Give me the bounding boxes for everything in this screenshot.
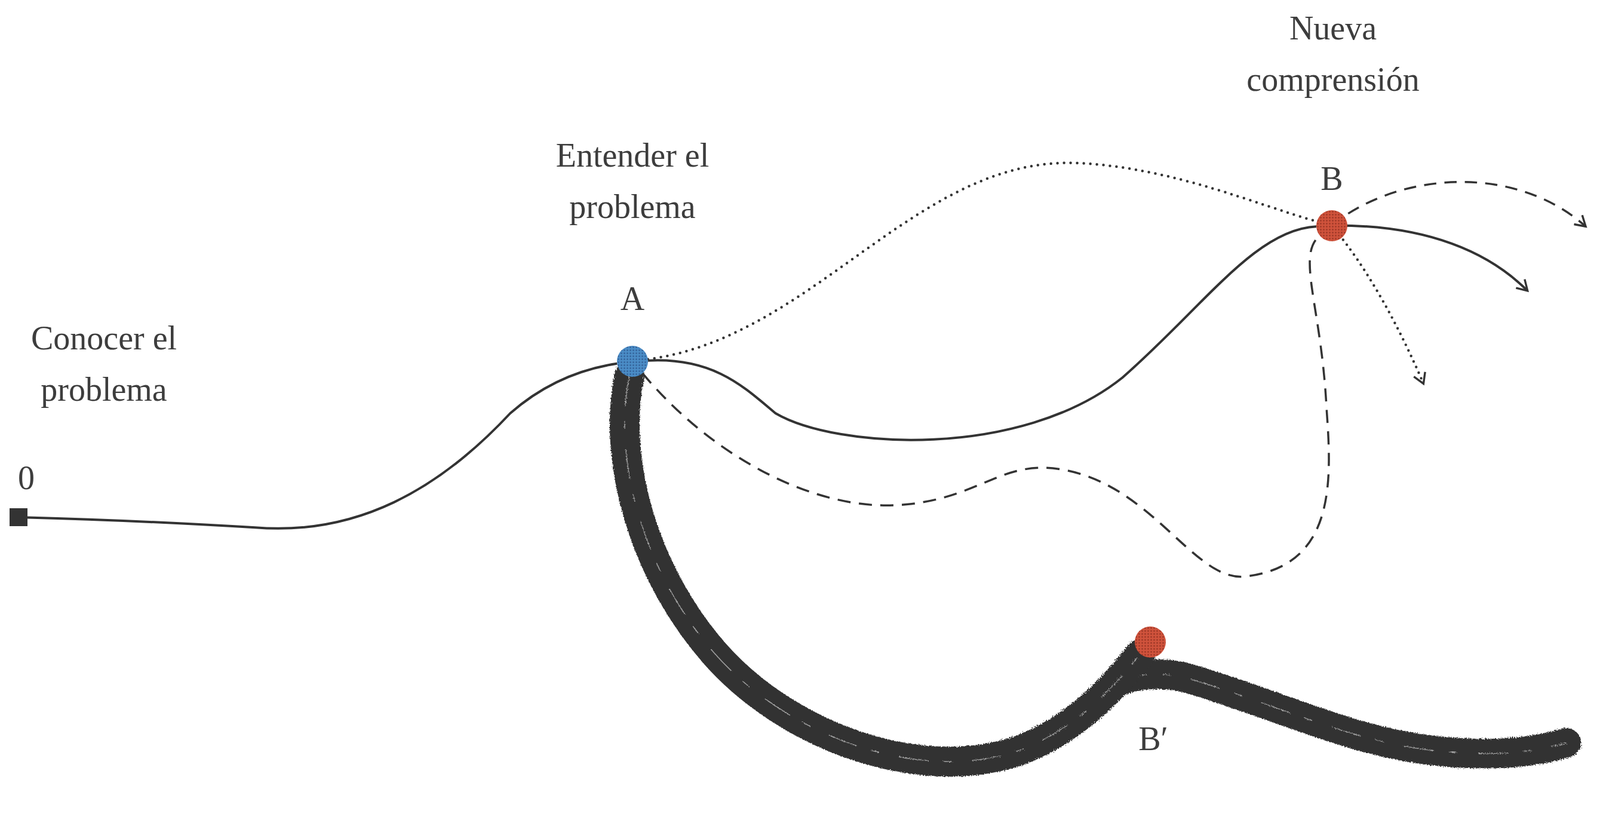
- solid-line: [648, 226, 1317, 440]
- brush-streak: [624, 376, 1141, 763]
- dashed-line: [642, 235, 1329, 577]
- point-label: 0: [2, 452, 51, 504]
- dotted-line: [648, 163, 1317, 360]
- brush-path: [624, 376, 1141, 763]
- stage-label: Conocer el problema: [5, 312, 203, 416]
- stage-label: Nueva comprensión: [1213, 2, 1453, 106]
- brush-tail: [1117, 674, 1567, 754]
- dotted-arrow: [1331, 225, 1424, 385]
- dashed-arrow: [1331, 182, 1586, 227]
- dotted-path: [648, 163, 1317, 360]
- dashed-path: [642, 235, 1329, 577]
- point-label: A: [608, 272, 657, 325]
- start-square: 0Conocer el problema: [9, 508, 28, 527]
- point-circle: B′: [1134, 626, 1166, 658]
- solid-path: [648, 226, 1317, 440]
- brush-stroke: [624, 376, 1141, 763]
- point-label: B′: [1123, 713, 1184, 765]
- point-label: B: [1307, 152, 1356, 205]
- stage-label: Entender el problema: [524, 129, 740, 233]
- point-circle: BNueva comprensión: [1316, 210, 1348, 242]
- point-circle: AEntender el problema: [616, 345, 649, 377]
- solid-arrow: [1331, 225, 1528, 291]
